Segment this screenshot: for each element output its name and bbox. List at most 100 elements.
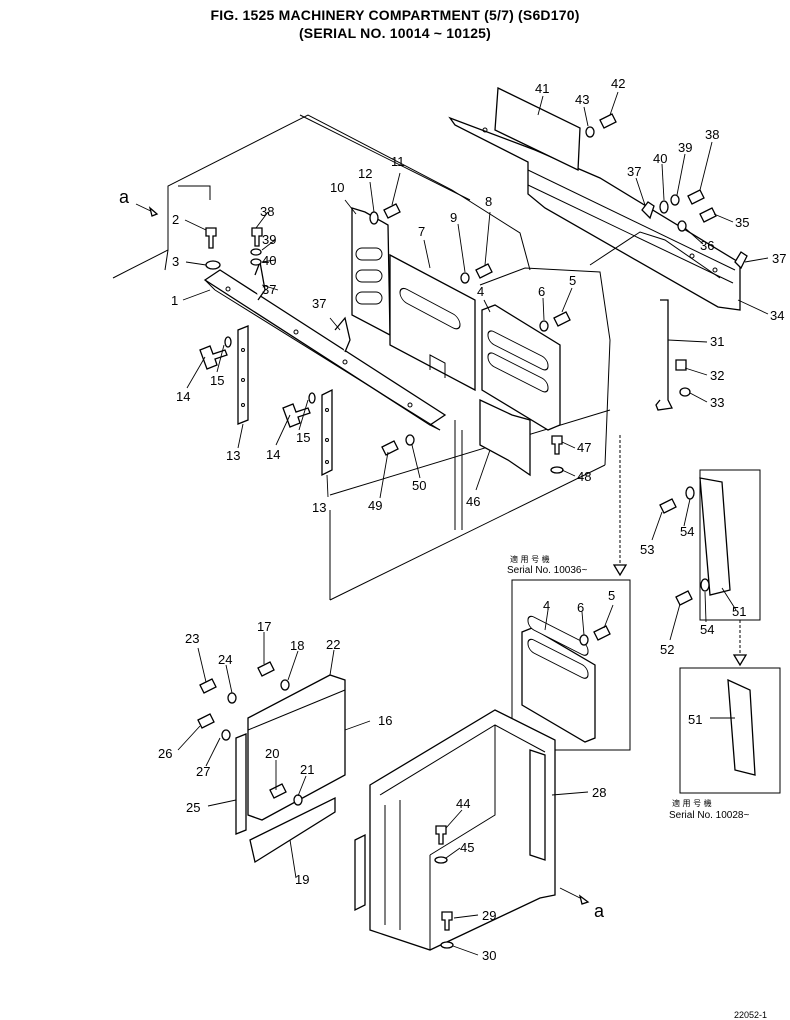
bracket-51 [659,469,761,621]
inset1-applicable-label: 適 用 号 機 [510,554,550,564]
callout-13b: 13 [312,500,326,515]
callout-43: 43 [575,92,589,107]
callout-34: 34 [770,308,784,323]
callout-26: 26 [158,746,172,761]
callout-3: 3 [172,254,179,269]
callout-32: 32 [710,368,724,383]
callout-31: 31 [710,334,724,349]
callout-37a: 37 [262,282,276,297]
callout-1: 1 [171,293,178,308]
callout-4: 4 [477,284,484,299]
callout-11: 11 [391,154,405,169]
callout-54a: 54 [680,524,694,539]
callout-25: 25 [186,800,200,815]
callout-2: 2 [172,212,179,227]
ref-a-bottom: a [594,901,605,921]
drawing-code: 22052-1 [734,1010,767,1020]
callout-38a: 38 [260,204,274,219]
cover-16-19-22-25 [197,661,346,864]
callout-39b: 39 [678,140,692,155]
compartment-frame-outline [112,114,611,601]
callout-40a: 40 [262,253,276,268]
callout-36: 36 [700,238,714,253]
callout-37c: 37 [627,164,641,179]
callout-33: 33 [710,395,724,410]
callout-54b: 54 [700,622,714,637]
inset-notes: 適 用 号 機 Serial No. 10036~ 適 用 号 機 Serial… [507,554,749,821]
bolt-2-and-washer-3 [205,227,263,270]
callout-50: 50 [412,478,426,493]
callout-39a: 39 [262,232,276,247]
inset2-serial-note: Serial No. 10028~ [669,810,749,821]
bracket-46 [479,398,531,477]
callout-9: 9 [450,210,457,225]
callout-30: 30 [482,948,496,963]
callout-16: 16 [378,713,392,728]
callout-17: 17 [257,619,271,634]
callout-13a: 13 [226,448,240,463]
callout-51b: 51 [688,712,702,727]
callout-22: 22 [326,637,340,652]
callout-24: 24 [218,652,232,667]
callout-52: 52 [660,642,674,657]
ref-a-top: a [119,187,130,207]
callout-46: 46 [466,494,480,509]
callout-23: 23 [185,631,199,646]
callout-10: 10 [330,180,344,195]
panel-4 [381,304,571,477]
callout-41: 41 [535,81,549,96]
leader-lines [177,91,769,956]
inset-box-serial-10036 [511,579,631,751]
callout-4b: 4 [543,598,550,613]
callout-49: 49 [368,498,382,513]
callout-5b: 5 [608,588,615,603]
callout-6b: 6 [577,600,584,615]
cover-plate-41 [494,86,581,172]
panel-7-10 [351,203,493,392]
top-right-fasteners [585,113,748,270]
callout-51a: 51 [732,604,746,619]
inset-box-serial-10028 [679,667,781,794]
callout-35: 35 [735,215,749,230]
stay-31 [655,299,691,411]
callout-27: 27 [196,764,210,779]
callout-37b: 37 [312,296,326,311]
callout-53: 53 [640,542,654,557]
callout-20: 20 [265,746,279,761]
reference-arrow-a-top [135,203,159,217]
top-rail-assembly [448,86,741,311]
callout-28: 28 [592,785,606,800]
bracket-1 [203,259,447,431]
inset2-applicable-label: 適 用 号 機 [672,798,712,808]
callout-18: 18 [290,638,304,653]
figure-title-line1: FIG. 1525 MACHINERY COMPARTMENT (5/7) (S… [210,7,580,23]
callout-15a: 15 [210,373,224,388]
callout-19: 19 [295,872,309,887]
callout-44: 44 [456,796,470,811]
reference-arrow-a-bottom [559,887,590,905]
callout-45: 45 [460,840,474,855]
callout-6: 6 [538,284,545,299]
callout-29: 29 [482,908,496,923]
callout-14b: 14 [266,447,280,462]
callout-37d: 37 [772,251,786,266]
callout-5: 5 [569,273,576,288]
callout-7: 7 [418,224,425,239]
plates-13 [199,325,333,477]
callout-38b: 38 [705,127,719,142]
callout-40b: 40 [653,151,667,166]
callout-42: 42 [611,76,625,91]
callout-8: 8 [485,194,492,209]
frame-28 [354,709,556,951]
callout-labels: a a 2 3 1 38 39 40 37 37 15 14 13 15 14 … [119,76,786,963]
chain-down-arrow-2 [732,620,748,667]
callout-14a: 14 [176,389,190,404]
callout-48: 48 [577,469,591,484]
figure-title: FIG. 1525 MACHINERY COMPARTMENT (5/7) (S… [0,6,790,42]
callout-15b: 15 [296,430,310,445]
callout-12: 12 [358,166,372,181]
chain-down-arrow [612,435,628,577]
figure-title-line2: (SERIAL NO. 10014 ~ 10125) [298,25,492,41]
callout-47: 47 [577,440,591,455]
